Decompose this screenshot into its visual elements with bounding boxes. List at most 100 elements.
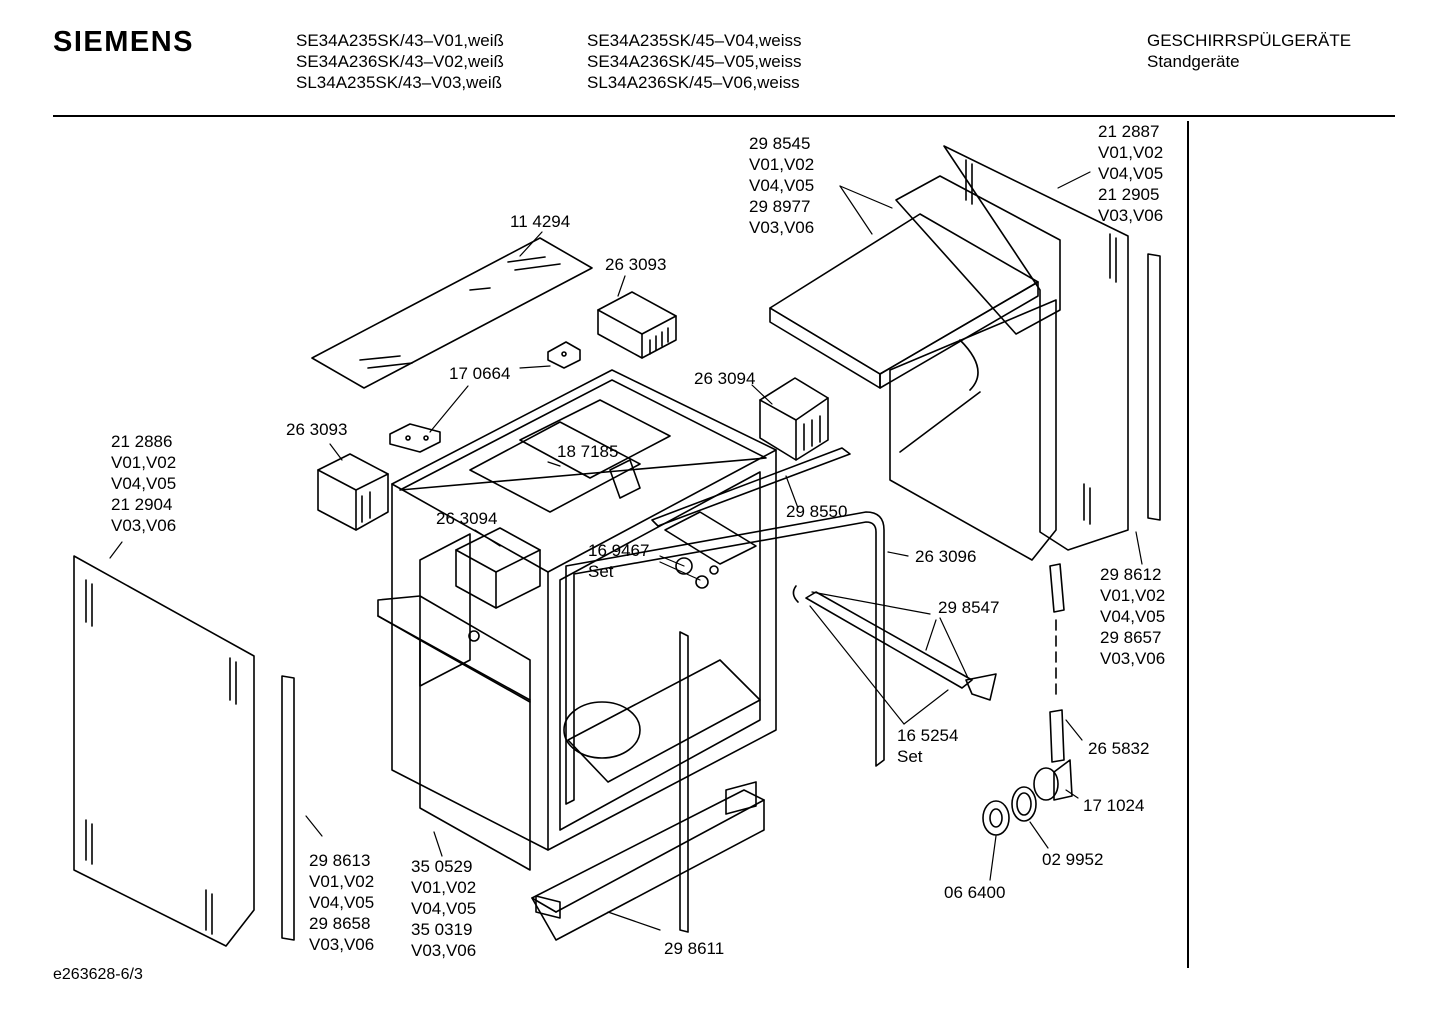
part-number: 29 8545 <box>749 134 811 153</box>
part-label-21-2887: 21 2887 V01,V02 V04,V05 21 2905 V03,V06 <box>1098 121 1163 226</box>
part-number: 16 5254 <box>897 726 959 745</box>
top-cover-foil <box>311 237 593 389</box>
model-entry: SE34A235SK/45–V04,weiss <box>587 31 802 50</box>
side-panel-left <box>73 555 255 947</box>
bracket-top <box>597 291 677 359</box>
ring-nut <box>1011 786 1037 822</box>
variant-code: V01,V02 <box>309 872 375 891</box>
part-number: 26 3094 <box>694 369 756 388</box>
cap-nut <box>982 800 1010 836</box>
part-number: 16 9467 <box>588 541 650 560</box>
model-entry: SE34A236SK/43–V02,weiß <box>296 52 504 71</box>
door-seal <box>565 511 885 933</box>
bracket-mid <box>455 527 541 642</box>
part-number: 17 1024 <box>1083 796 1145 815</box>
leader-lines <box>109 171 1143 931</box>
part-number: 06 6400 <box>944 883 1006 902</box>
part-number: 35 0529 <box>411 857 473 876</box>
hinge-left <box>389 423 441 453</box>
part-number: 29 8550 <box>786 502 848 521</box>
variant-code: V04,V05 <box>411 899 477 918</box>
side-panel-right <box>943 145 1129 551</box>
seal-strip-top <box>651 447 851 527</box>
part-number: 26 3094 <box>436 509 498 528</box>
drain-hose <box>1049 563 1065 763</box>
part-label-17-0664: 17 0664 <box>449 363 510 384</box>
part-number: 11 4294 <box>510 212 571 231</box>
part-label-26-3094-mid: 26 3094 <box>436 508 497 529</box>
mounting-rail <box>792 585 997 701</box>
brand-logo: SIEMENS <box>53 26 195 58</box>
part-label-18-7185: 18 7185 <box>557 441 618 462</box>
variant-code: V03,V06 <box>1098 206 1164 225</box>
variant-code: V01,V02 <box>1098 143 1164 162</box>
fastener-set <box>664 511 757 589</box>
part-label-26-3094-top: 26 3094 <box>694 368 755 389</box>
part-number: 29 8977 <box>749 197 811 216</box>
part-label-16-5254: 16 5254 Set <box>897 725 958 767</box>
variant-code: V03,V06 <box>1100 649 1166 668</box>
part-number: 29 8658 <box>309 914 371 933</box>
part-number: 26 3093 <box>605 255 667 274</box>
drawing-id: e263628-6/3 <box>53 966 143 983</box>
variant-code: V03,V06 <box>411 941 477 960</box>
variant-code: V04,V05 <box>1100 607 1166 626</box>
part-label-29-8611: 29 8611 <box>664 938 724 959</box>
hinge-top <box>547 341 581 369</box>
part-label-35-0529: 35 0529 V01,V02 V04,V05 35 0319 V03,V06 <box>411 856 476 961</box>
variant-code: V03,V06 <box>111 516 177 535</box>
set-note: Set <box>588 562 614 581</box>
part-label-29-8612: 29 8612 V01,V02 V04,V05 29 8657 V03,V06 <box>1100 564 1165 669</box>
bracket-left <box>317 453 389 531</box>
variant-code: V04,V05 <box>1098 164 1164 183</box>
model-entry: SE34A235SK/43–V01,weiß <box>296 31 504 50</box>
part-number: 21 2904 <box>111 495 173 514</box>
part-label-16-9467: 16 9467 Set <box>588 540 649 582</box>
dishwasher-tub <box>391 369 777 851</box>
part-label-29-8547: 29 8547 <box>938 597 999 618</box>
part-number: 21 2886 <box>111 432 173 451</box>
variant-code: V01,V02 <box>111 453 177 472</box>
elbow-connector <box>1033 759 1073 801</box>
part-label-29-8545: 29 8545 V01,V02 V04,V05 29 8977 V03,V06 <box>749 133 814 238</box>
part-number: 17 0664 <box>449 364 511 383</box>
variant-code: V03,V06 <box>309 935 375 954</box>
part-number: 29 8657 <box>1100 628 1162 647</box>
category-subtitle: Standgeräte <box>1147 52 1240 71</box>
side-strip-right <box>1147 253 1161 521</box>
variant-code: V01,V02 <box>411 878 477 897</box>
part-label-06-6400: 06 6400 <box>944 882 1005 903</box>
header-divider <box>53 115 1395 117</box>
variant-code: V04,V05 <box>111 474 177 493</box>
rear-wall <box>889 299 1057 561</box>
side-strip-left <box>281 675 295 941</box>
part-label-17-1024: 17 1024 <box>1083 795 1144 816</box>
category-title: GESCHIRRSPÜLGERÄTE <box>1147 31 1352 50</box>
part-number: 29 8613 <box>309 851 371 870</box>
part-number: 21 2905 <box>1098 185 1160 204</box>
model-entry: SL34A235SK/43–V03,weiß <box>296 73 503 92</box>
part-number: 26 5832 <box>1088 739 1150 758</box>
part-number: 26 3093 <box>286 420 348 439</box>
part-label-26-3093-left: 26 3093 <box>286 419 347 440</box>
variant-code: V01,V02 <box>749 155 815 174</box>
model-entry: SE34A236SK/45–V05,weiss <box>587 52 802 71</box>
part-label-26-3096: 26 3096 <box>915 546 976 567</box>
variant-code: V01,V02 <box>1100 586 1166 605</box>
model-entry: SL34A236SK/45–V06,weiss <box>587 73 800 92</box>
part-label-26-5832: 26 5832 <box>1088 738 1149 759</box>
part-number: 29 8612 <box>1100 565 1162 584</box>
part-number: 26 3096 <box>915 547 977 566</box>
set-note: Set <box>897 747 923 766</box>
variant-code: V03,V06 <box>749 218 815 237</box>
plinth-strip <box>531 781 765 941</box>
part-number: 18 7185 <box>557 442 619 461</box>
variant-code: V04,V05 <box>749 176 815 195</box>
part-label-26-3093-top: 26 3093 <box>605 254 666 275</box>
worktop-plate <box>769 175 1061 389</box>
part-label-11-4294: 11 4294 <box>510 211 570 232</box>
variant-code: V04,V05 <box>309 893 375 912</box>
part-number: 29 8611 <box>664 939 725 958</box>
part-label-29-8613: 29 8613 V01,V02 V04,V05 29 8658 V03,V06 <box>309 850 374 955</box>
